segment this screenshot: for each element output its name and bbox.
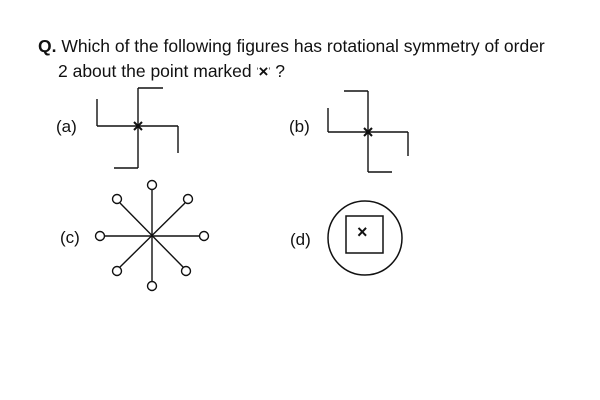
option-d-center-mark-icon: × [357,222,368,242]
option-a-label: (a) [56,117,77,136]
option-c-end-circle-top-right [182,193,194,205]
question-label: Q. [38,36,57,56]
option-a-center-mark-icon [133,121,143,131]
close-quote: ’ [268,66,271,76]
question-line-2-text: 2 about the point marked [58,61,252,81]
option-b-label: (b) [289,117,310,136]
question-end: ? [270,61,286,81]
option-c-end-circle-right [198,230,210,242]
option-c-diagonal-spoke-2 [119,202,186,268]
point-mark-symbol: × [258,62,269,81]
option-c-diagonal-spoke-1 [119,202,184,268]
question-text: Q. Which of the following figures has ro… [38,34,588,84]
option-c-end-circle-top [146,179,158,191]
option-c-end-circle-bottom [146,280,158,292]
question-line-1: Which of the following figures has rotat… [61,36,545,56]
option-c-end-circle-top-left [111,193,123,205]
option-c-end-circle-left [94,230,106,242]
option-c-label: (c) [60,228,80,247]
option-b-center-mark-icon [363,127,373,137]
open-quote: ‘ [256,66,259,76]
option-c-end-circle-bottom-right [180,265,192,277]
option-c-end-circle-bottom-left [111,265,123,277]
option-d-circle [327,200,403,276]
question-line-2: 2 about the point marked ‘×’ ? [38,59,588,84]
option-d-label: (d) [290,230,311,249]
option-d-square [345,215,384,254]
